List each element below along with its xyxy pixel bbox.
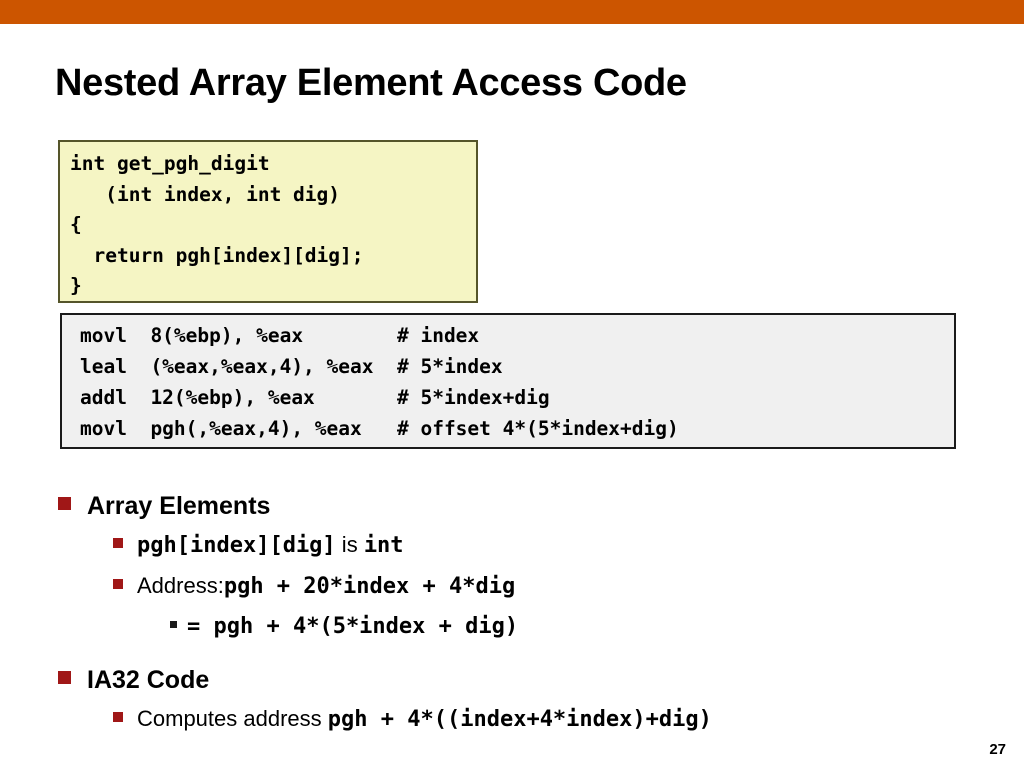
element-type-code: pgh[index][dig] xyxy=(137,533,336,558)
address-expanded-code: = pgh + 4*(5*index + dig) xyxy=(187,614,519,639)
square-bullet-icon xyxy=(113,712,123,722)
bullet-array-elements-label: Array Elements xyxy=(87,492,271,520)
assembly-code-text: movl 8(%ebp), %eax # index leal (%eax,%e… xyxy=(80,324,679,440)
square-bullet-icon xyxy=(113,579,123,589)
element-type-suffix: is xyxy=(335,532,364,557)
computes-label: Computes address xyxy=(137,706,328,731)
computes-code: pgh + 4*((index+4*index)+dig) xyxy=(327,707,712,732)
c-source-code-box: int get_pgh_digit (int index, int dig) {… xyxy=(58,140,478,303)
address-label: Address: xyxy=(137,573,224,598)
bullet-computes-address: Computes address pgh + 4*((index+4*index… xyxy=(58,706,988,744)
bullet-element-type-label: pgh[index][dig] is int xyxy=(137,532,404,558)
element-type-type: int xyxy=(363,533,404,558)
c-source-code-text: int get_pgh_digit (int index, int dig) {… xyxy=(70,152,364,297)
square-bullet-icon xyxy=(58,671,71,684)
assembly-code-box: movl 8(%ebp), %eax # index leal (%eax,%e… xyxy=(60,313,956,449)
address-code: pgh + 20*index + 4*dig xyxy=(223,574,516,599)
bullet-computes-address-label: Computes address pgh + 4*((index+4*index… xyxy=(137,706,712,732)
bullet-content: Array Elements pgh[index][dig] is int Ad… xyxy=(58,492,988,747)
bullet-ia32-code: IA32 Code xyxy=(58,666,988,700)
top-accent-bar xyxy=(0,0,1024,24)
square-bullet-icon xyxy=(113,538,123,548)
bullet-address: Address:pgh + 20*index + 4*dig xyxy=(58,573,988,611)
slide-number: 27 xyxy=(989,741,1006,758)
bullet-ia32-code-label: IA32 Code xyxy=(87,666,210,694)
bullet-address-label: Address:pgh + 20*index + 4*dig xyxy=(137,573,515,599)
page-title: Nested Array Element Access Code xyxy=(55,62,687,104)
square-bullet-icon xyxy=(58,497,71,510)
bullet-address-expanded: = pgh + 4*(5*index + dig) xyxy=(58,614,988,652)
square-bullet-icon xyxy=(170,621,177,628)
bullet-element-type: pgh[index][dig] is int xyxy=(58,532,988,570)
bullet-array-elements: Array Elements xyxy=(58,492,988,526)
